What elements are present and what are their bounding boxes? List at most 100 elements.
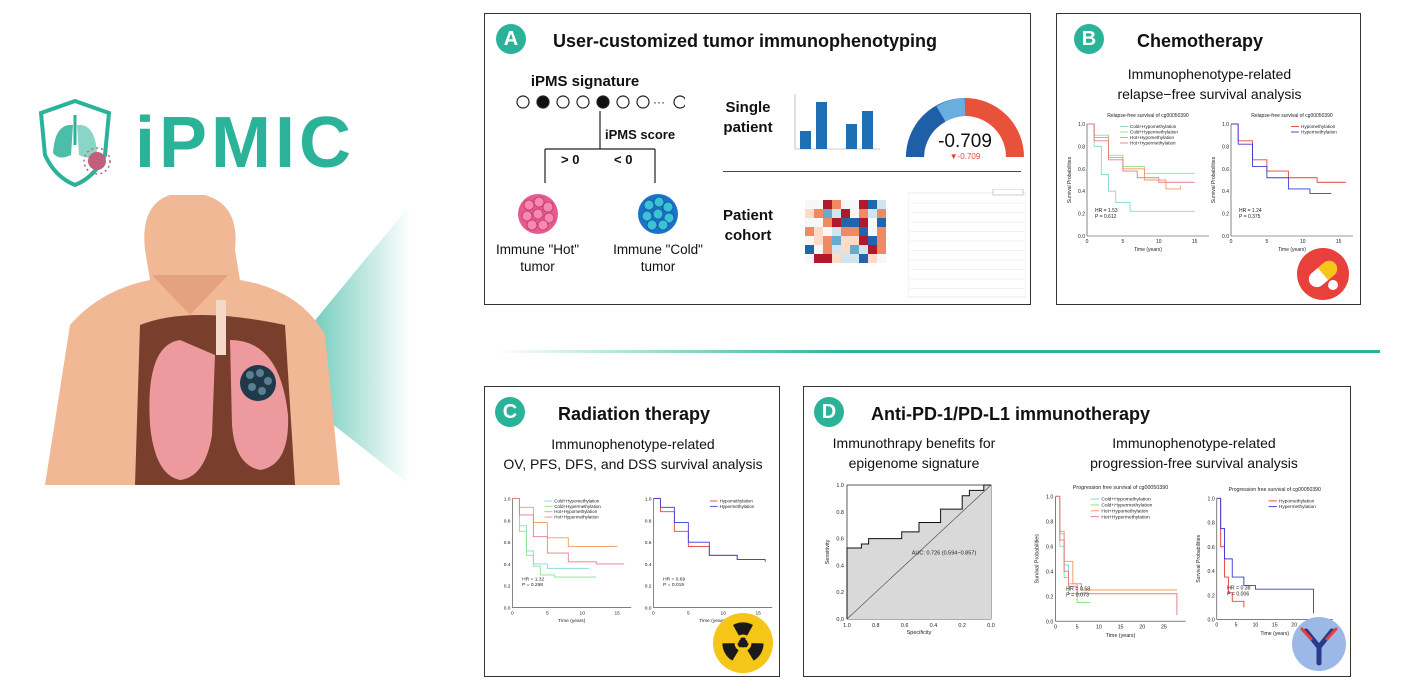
km-xtick: 25 [1161, 625, 1167, 631]
km-ytick: 0.8 [645, 518, 652, 524]
km-ytick: 0.2 [1046, 594, 1053, 600]
km-ytick: 0.0 [504, 606, 511, 612]
hot-tumor-label: Immune "Hot" tumor [495, 242, 580, 274]
km-xtick: 10 [580, 610, 586, 616]
km-stat: HR = 0.58 [1066, 586, 1090, 592]
km-xlabel: Time (years) [1260, 631, 1289, 637]
heatmap-cell [877, 209, 886, 218]
km-xtick: 20 [1139, 625, 1145, 631]
ipms-gauge [906, 98, 1024, 158]
km-legend: Hot+Hypermethylation [1130, 141, 1176, 146]
heatmap-cell [877, 236, 886, 245]
km-legend: Cold+Hypermethylation [554, 504, 601, 509]
panel-a: A User-customized tumor immunophenotypin… [484, 13, 1031, 305]
km-stat: HR = 0.69 [663, 576, 685, 582]
km-legend: Hypermethylation [720, 504, 755, 509]
heatmap-cell [805, 254, 814, 263]
km-curve [1216, 497, 1245, 608]
km-xlabel: Time (years) [1106, 633, 1136, 639]
lung-shield-icon [38, 98, 112, 188]
heatmap-cell [859, 200, 868, 209]
km-curve [1055, 495, 1178, 615]
panel-c: C Radiation therapy Immunophenotype-rela… [484, 386, 780, 677]
lt-zero-label: < 0 [614, 152, 633, 167]
panel-d: D Anti-PD-1/PD-L1 immunotherapy Immunoth… [803, 386, 1351, 677]
km-ytick: 1.0 [645, 497, 652, 503]
roc-ytick: 1.0 [836, 483, 844, 489]
panel-c-badge: C [495, 397, 525, 427]
km-ylabel: Survival Probabilities [1034, 534, 1040, 584]
km-ytick: 0.6 [1222, 167, 1229, 173]
panel-d-right-subtitle: Immunophenotype-related progression-free… [1090, 435, 1298, 471]
heatmap-cell [859, 209, 868, 218]
km-stat: HR = 1.24 [1239, 208, 1262, 214]
km-ytick: 0.4 [1078, 189, 1085, 195]
km-curve [653, 498, 766, 562]
lung-body-illustration [45, 195, 410, 485]
heatmap-cell [868, 236, 877, 245]
ipms-score-label: iPMS score [605, 127, 676, 142]
heatmap-cell [841, 245, 850, 254]
single-patient-bar-chart [794, 94, 880, 150]
km-ytick: 1.0 [504, 497, 511, 503]
heatmap-cell [868, 254, 877, 263]
heatmap-cell [823, 254, 832, 263]
km-ytick: 0.8 [504, 518, 511, 524]
roc-ytick: 0.0 [836, 617, 844, 623]
panel-b-subtitle: Immunophenotype-related relapse−free sur… [1117, 66, 1302, 102]
km-legend: Hypomethylation [1301, 124, 1336, 129]
chemo-km-plot-2: Relapse-free survival of cg000503900.00.… [1211, 113, 1353, 253]
heatmap-cell [868, 200, 877, 209]
km-ytick: 1.0 [1208, 496, 1215, 502]
km-legend: Cold+Hypomethylation [554, 498, 600, 503]
km-xlabel: Time (years) [1134, 247, 1162, 253]
heatmap-cell [814, 200, 823, 209]
ipms-signature-label: iPMS signature [530, 73, 640, 90]
heatmap-cell [814, 209, 823, 218]
km-title: Relapse-free survival of cg00050390 [1107, 113, 1189, 119]
heatmap-cell [823, 236, 832, 245]
km-legend: Hot+Hypomethylation [1130, 135, 1174, 140]
gauge-delta: ▼-0.709 [949, 152, 981, 161]
km-curve [1087, 123, 1195, 183]
heatmap-cell [841, 218, 850, 227]
km-ytick: 1.0 [1222, 122, 1229, 128]
roc-ytick: 0.6 [836, 537, 844, 543]
heatmap-cell [805, 236, 814, 245]
heatmap-cell [868, 209, 877, 218]
km-ytick: 0.4 [504, 562, 511, 568]
km-xtick: 5 [1265, 239, 1268, 245]
km-ytick: 0.8 [1208, 521, 1215, 527]
km-xlabel: Time (years) [699, 618, 726, 624]
heatmap-cell [805, 218, 814, 227]
roc-ytick: 0.8 [836, 510, 844, 516]
panel-c-subtitle: Immunophenotype-related OV, PFS, DFS, an… [503, 436, 763, 472]
km-xtick: 15 [614, 610, 620, 616]
km-ytick: 0.4 [1046, 569, 1053, 575]
roc-xlabel: Specificity [907, 630, 932, 636]
km-legend: Hypomethylation [720, 498, 754, 503]
km-legend: Cold+Hypermethylation [1130, 130, 1178, 135]
heatmap-cell [814, 227, 823, 236]
km-stat: HR = 1.53 [1095, 208, 1118, 214]
km-xtick: 15 [755, 610, 761, 616]
heatmap-cell [859, 218, 868, 227]
km-stat: P = 0.375 [1239, 214, 1261, 220]
km-legend: Hot+Hypermethylation [1101, 514, 1150, 520]
heatmap-cell [832, 227, 841, 236]
radiation-icon [713, 613, 773, 673]
heatmap-cell [832, 245, 841, 254]
roc-ylabel: Sensitivity [825, 539, 831, 564]
heatmap-cell [850, 218, 859, 227]
roc-xtick: 0.8 [872, 623, 880, 629]
km-stat: HR = 1.32 [522, 576, 544, 582]
km-ytick: 0.6 [1208, 545, 1215, 551]
heatmap-cell [859, 254, 868, 263]
heatmap-cell [823, 245, 832, 254]
km-legend: Hypermethylation [1279, 504, 1316, 510]
heatmap-cell [877, 245, 886, 254]
heatmap-cell [832, 218, 841, 227]
km-ytick: 0.2 [1208, 593, 1215, 599]
